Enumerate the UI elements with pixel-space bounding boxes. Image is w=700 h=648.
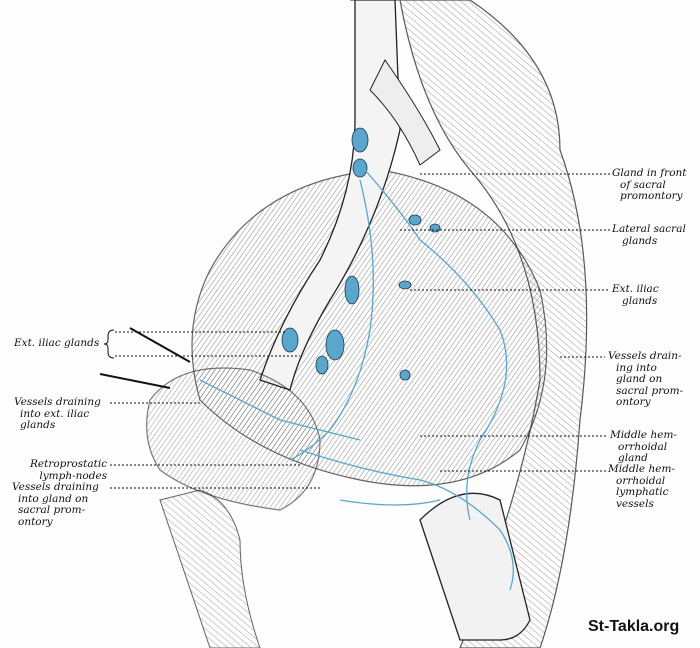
label-ext-iliac-glands-right: Ext. iliac glands [612, 283, 659, 307]
label-line: lymphatic [616, 486, 669, 498]
label-line: glands [20, 419, 56, 431]
label-line: lymph-nodes [39, 469, 108, 482]
label-vessels-draining-sacral-left: Vessels draining into gland on sacral pr… [12, 481, 99, 528]
label-ext-iliac-glands-left: Ext. iliac glands [14, 337, 100, 350]
label-line: sacral prom- [616, 384, 684, 397]
label-line: sacral prom- [18, 504, 86, 516]
lymph-glands [281, 127, 441, 381]
label-line: Lateral sacral [612, 223, 686, 235]
lymphatic-vessels [199, 169, 514, 591]
label-line: glands [622, 294, 658, 307]
leader-lines [110, 173, 610, 489]
label-line: vessels [616, 497, 654, 510]
label-vessels-draining-ext-iliac: Vessels draining into ext. iliac glands [14, 396, 101, 432]
label-lateral-sacral-glands: Lateral sacral glands [612, 223, 686, 247]
label-line: glands [622, 234, 658, 247]
label-line: gland on [616, 373, 663, 385]
label-gland-sacral-promontory: Gland in front of sacral promontory [612, 167, 687, 203]
label-line: ing into [616, 361, 657, 374]
watermark: St-Takla.org [588, 618, 680, 635]
label-line: Retroprostatic [30, 458, 108, 470]
label-line: of sacral [620, 178, 666, 191]
label-line: Middle hem- [608, 463, 675, 475]
label-line: gland [618, 452, 648, 464]
label-line: orrhoidal [616, 474, 666, 487]
label-line: Vessels drain- [608, 350, 682, 362]
label-line: into gland on [18, 492, 89, 505]
rectum [419, 492, 531, 641]
label-middle-hemorrhoidal-vessels: Middle hem- orrhoidal lymphatic vessels [608, 463, 675, 510]
label-retroprostatic-lymph-nodes: Retroprostatic lymph-nodes [30, 458, 108, 482]
label-vessels-draining-sacral-right: Vessels drain- ing into gland on sacral … [608, 350, 684, 409]
label-line: Vessels draining [12, 481, 99, 493]
label-line: Gland in front [612, 167, 687, 179]
probe-pins [99, 327, 191, 389]
label-line: Middle hem- [610, 429, 677, 441]
label-line: Ext. iliac [612, 283, 659, 295]
label-line: Ext. iliac glands [14, 337, 100, 349]
label-line: ontory [616, 396, 651, 408]
bracket [103, 329, 115, 359]
label-line: ontory [18, 515, 53, 528]
label-line: Vessels draining [14, 396, 101, 408]
label-line: into ext. iliac [20, 407, 90, 420]
label-middle-hemorrhoidal-gland: Middle hem- orrhoidal gland [610, 429, 677, 465]
bladder [146, 367, 321, 511]
label-line: orrhoidal [618, 440, 668, 453]
label-line: promontory [620, 190, 683, 202]
sacrum [350, 0, 588, 648]
